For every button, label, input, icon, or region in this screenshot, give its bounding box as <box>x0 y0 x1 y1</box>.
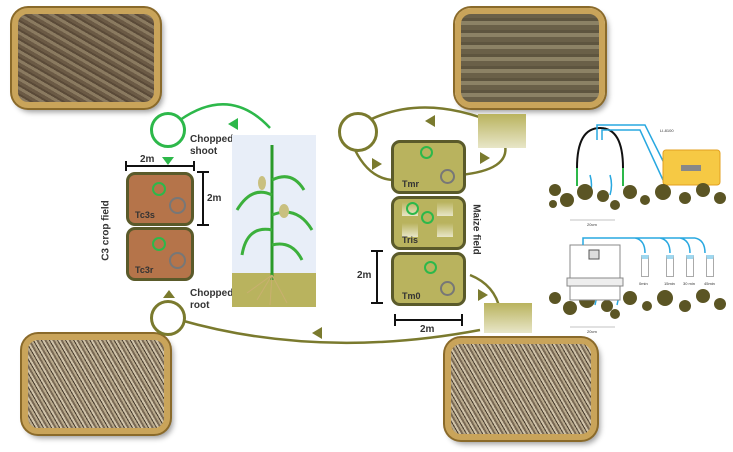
plot-label: Tmr <box>402 179 420 189</box>
plot-tc3s: Tc3s <box>126 172 194 226</box>
fan-icon <box>588 249 600 260</box>
arrow-icon <box>228 118 238 130</box>
analyzer-label: LI-8100 <box>660 128 674 133</box>
collar-ring <box>440 169 455 184</box>
photo-chopped-root-residue <box>445 338 597 440</box>
plot-tmr: Tmr <box>391 140 466 194</box>
chopped-root-icon <box>150 300 186 336</box>
gas-flux-arrows <box>589 174 620 306</box>
collar-ring <box>152 182 166 196</box>
arrow-icon <box>372 158 382 170</box>
maize-field-title: Maize field <box>470 204 482 255</box>
maize-height-label: 2m <box>357 270 372 281</box>
arrow-icon <box>480 152 490 164</box>
collar-ring <box>152 237 166 251</box>
maize-plant-illustration <box>232 135 316 307</box>
soil-particles <box>549 183 726 319</box>
c3-width-label: 2m <box>140 154 155 165</box>
tube-label: 45min <box>704 281 715 286</box>
photo-chopped-shoot-residue <box>22 334 170 434</box>
plot-label: Tc3s <box>135 210 155 220</box>
c3-height-label: 2m <box>207 193 222 204</box>
root-box-icon <box>437 202 453 216</box>
plot-tc3r: Tc3r <box>126 227 194 281</box>
collar-ring <box>421 211 434 224</box>
arrow-icon <box>478 289 488 301</box>
tube-label: 15min <box>664 281 675 286</box>
static-scale: 20cm <box>587 329 597 334</box>
sampling-tubing <box>582 237 706 254</box>
plot-label: Tm0 <box>402 291 421 301</box>
plot-tris: Tris <box>391 196 466 250</box>
collar-ring <box>440 281 455 296</box>
sample-vial <box>641 255 649 277</box>
arrow-icon <box>162 157 174 165</box>
gas-measurement-diagram <box>549 124 726 328</box>
chopped-shoot-label: Chopped shoot <box>190 134 234 157</box>
soil-chamber <box>576 126 624 169</box>
collar-ring <box>406 202 419 215</box>
collar-ring <box>420 146 433 159</box>
root-box-icon <box>402 223 418 237</box>
chamber-scale: 20cm <box>587 222 597 227</box>
arrow-icon <box>312 327 322 339</box>
collar-ring <box>169 197 186 214</box>
photo-c3-field <box>12 8 160 108</box>
plot-label: Tc3r <box>135 265 154 275</box>
dimension-bars <box>125 161 463 326</box>
tube-label: 0min <box>639 281 648 286</box>
plot-tm0: Tm0 <box>391 252 466 306</box>
tube-label: 30 min <box>683 281 696 286</box>
arrow-icon <box>425 115 435 127</box>
plot-label: Tris <box>402 235 419 245</box>
sample-vial <box>706 255 714 277</box>
maize-width-label: 2m <box>420 324 435 335</box>
chopped-shoot-icon <box>150 112 186 148</box>
gas-tubing <box>596 124 671 181</box>
chopped-residue-icon <box>338 112 378 152</box>
collar-ring <box>169 252 186 269</box>
arrow-icon <box>163 290 175 298</box>
chopped-root-label: Chopped root <box>190 288 234 311</box>
collar-ring <box>424 261 437 274</box>
sample-vial <box>686 255 694 277</box>
c3-field-title: C3 crop field <box>100 200 112 261</box>
root-box-icon <box>437 223 453 237</box>
photo-maize-field <box>455 8 605 108</box>
sample-vial <box>666 255 674 277</box>
root-box-icon <box>478 114 526 148</box>
root-box-icon <box>484 303 532 333</box>
